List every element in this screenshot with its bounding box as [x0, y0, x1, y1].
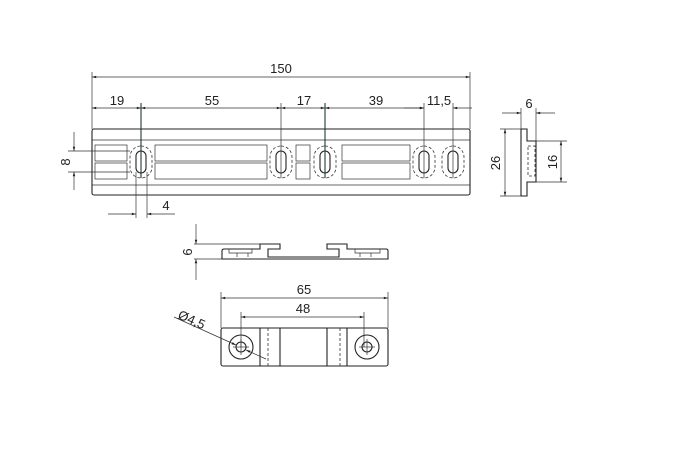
- dim-slot-width: 4: [162, 198, 169, 213]
- dim-thickness: 6: [525, 96, 532, 111]
- dim-height: 26: [488, 156, 503, 170]
- mounting-hole-right: [354, 334, 380, 360]
- profile-view: 6: [180, 224, 389, 280]
- front-holes: [129, 145, 465, 179]
- dim-bottom-length: 65: [297, 282, 311, 297]
- dim-segment-4: 39: [369, 93, 383, 108]
- bottom-view: 65 48 Ø4,5: [173, 282, 389, 367]
- dim-segment-5: 11,5: [427, 93, 451, 108]
- front-slots: [94, 144, 411, 180]
- dim-slot-height: 8: [58, 158, 73, 165]
- dim-profile-height: 6: [180, 248, 195, 255]
- dim-segment-1: 19: [110, 93, 124, 108]
- dim-inner-height: 16: [545, 155, 560, 169]
- dim-hole-spacing: 48: [296, 301, 310, 316]
- dim-hole-diameter: Ø4,5: [176, 307, 208, 332]
- dim-segment-3: 17: [297, 93, 311, 108]
- side-view: 6 26 16: [488, 96, 567, 197]
- front-view: 150 19 55 17 39 11,5 8 4: [58, 61, 472, 218]
- dim-segment-2: 55: [205, 93, 219, 108]
- dim-overall-length: 150: [270, 61, 292, 76]
